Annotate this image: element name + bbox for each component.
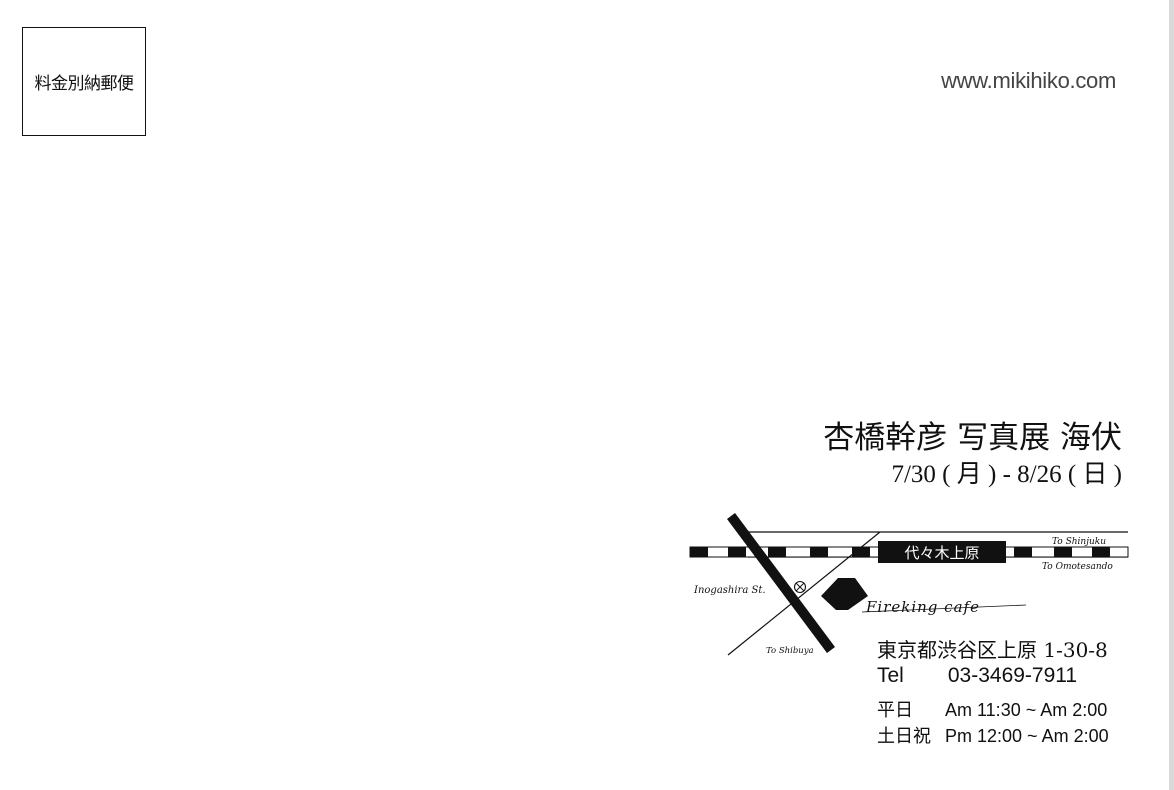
- hours-time-weekday: Am 11:30 ~ Am 2:00: [945, 700, 1108, 720]
- cafe-building-icon: [821, 578, 868, 610]
- exhibition-dates: 7/30 ( 月 ) - 8/26 ( 日 ): [891, 461, 1122, 488]
- label-cafe-name: Fireking cafe: [865, 598, 980, 616]
- label-to-shinjuku: To Shinjuku: [1052, 537, 1106, 547]
- station-box: [878, 541, 1006, 563]
- label-to-omotesando: To Omotesando: [1042, 562, 1113, 572]
- exhibition-title: 杏橋幹彦 写真展 海伏: [823, 420, 1122, 456]
- venue-address: 東京都渋谷区上原 1-30-8: [877, 634, 1108, 663]
- hours-time-weekend: Pm 12:00 ~ Am 2:00: [945, 726, 1109, 746]
- website-url[interactable]: www.mikihiko.com: [941, 68, 1116, 93]
- venue-tel: Tel 03-3469-7911: [877, 664, 1077, 688]
- railway-dashes: [690, 547, 1110, 557]
- page-right-edge: [1169, 0, 1174, 790]
- tel-label: Tel: [877, 664, 904, 687]
- main-road-thick: [726, 513, 836, 653]
- label-inogashira: Inogashira St.: [693, 585, 766, 596]
- hours-day-weekday: 平日: [877, 700, 913, 721]
- venue-address-text: 東京都渋谷区上原 1-30-8: [877, 638, 1108, 662]
- venue-map: 代々木上原 To Shinjuku To Omotesando Inogashi…: [689, 513, 1129, 656]
- inogashira-road: [727, 531, 881, 656]
- station-label: 代々木上原: [904, 544, 979, 562]
- intersection-icon: [793, 580, 807, 594]
- hours-row: 土日祝 Pm 12:00 ~ Am 2:00: [877, 722, 1109, 748]
- label-to-shibuya: To Shibuya: [766, 646, 814, 656]
- tel-number[interactable]: 03-3469-7911: [947, 664, 1078, 687]
- cafe-name-underline: [861, 604, 1027, 613]
- hours-row: 平日 Am 11:30 ~ Am 2:00: [877, 696, 1107, 722]
- hours-day-weekend: 土日祝: [877, 726, 931, 747]
- postage-paid-label: 料金別納郵便: [34, 74, 135, 94]
- postage-paid-box: 料金別納郵便: [22, 27, 146, 136]
